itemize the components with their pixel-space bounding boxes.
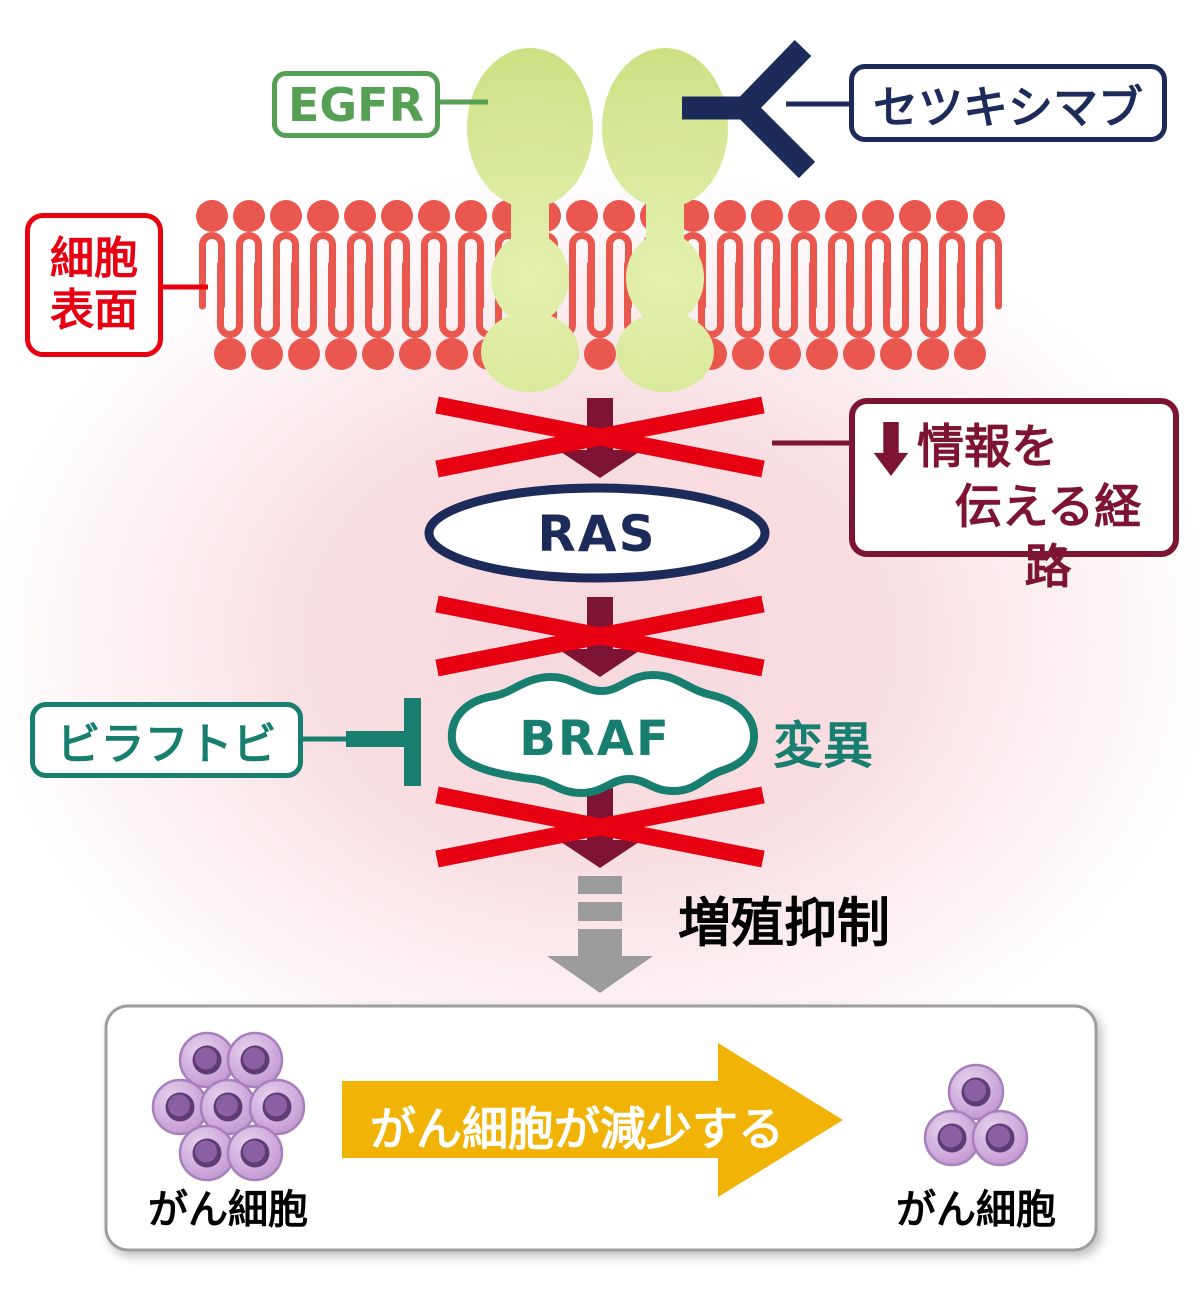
braf-label: BRAF <box>519 711 671 767</box>
cetuximab-label: セツキシマブ <box>849 64 1167 142</box>
egfr-label: EGFR <box>272 71 440 138</box>
pathway-line1: 情報を <box>917 420 1058 475</box>
pathway-down-arrow-icon <box>873 422 909 476</box>
growth-inhibition-label: 増殖抑制 <box>678 893 890 954</box>
braf-node <box>447 671 758 797</box>
cell-surface-label: 細胞 表面 <box>25 213 163 357</box>
antibody-y-icon <box>682 39 816 179</box>
egfr-label-text: EGFR <box>287 77 425 132</box>
cancer-decrease-label: がん細胞が減少する <box>370 1102 784 1156</box>
gray-segmented-down-arrow-icon <box>547 876 653 993</box>
cancer-cells-before-label: がん細胞 <box>148 1187 308 1233</box>
braftovi-label: ビラフトビ <box>30 702 303 778</box>
mutation-label: 変異 <box>773 717 873 775</box>
ras-node <box>424 483 770 583</box>
cell-surface-line1: 細胞 <box>50 233 138 285</box>
inhibition-tbar-icon <box>346 698 421 786</box>
cancer-cells-after-label: がん細胞 <box>896 1187 1056 1233</box>
cetuximab-label-text: セツキシマブ <box>872 80 1143 134</box>
braftovi-label-text: ビラフトビ <box>56 719 277 770</box>
cell-surface-line2: 表面 <box>50 285 138 336</box>
yellow-right-arrow-icon <box>342 1043 843 1197</box>
cell-membrane <box>196 200 1005 370</box>
signal-pathway-label: 情報を 伝える経路 <box>849 398 1179 595</box>
ras-label: RAS <box>537 505 657 563</box>
pathway-line2: 伝える経路 <box>954 480 1142 596</box>
